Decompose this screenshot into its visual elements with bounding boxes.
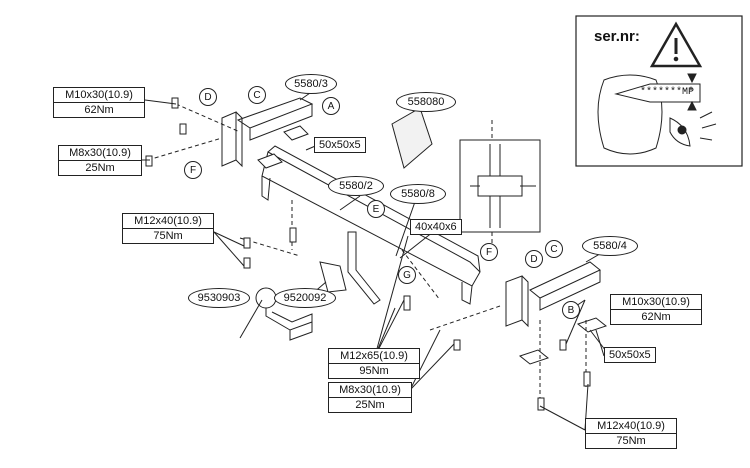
right-bracket: [505, 261, 601, 328]
spec-text: M10x30(10.9): [622, 296, 690, 308]
torque-label-left-m12: M12x40(10.9) 75Nm: [122, 213, 214, 244]
callout-b: B: [562, 301, 580, 319]
torque-label-right-m12: M12x40(10.9) 75Nm: [585, 418, 677, 449]
serial-box-frame: [575, 15, 743, 167]
torque-text: 75Nm: [586, 433, 676, 448]
callout-f-center: F: [480, 243, 498, 261]
torque-label-right-m10: M10x30(10.9) 62Nm: [610, 294, 702, 325]
spec-text: M12x40(10.9): [134, 215, 202, 227]
callout-e: E: [367, 200, 385, 218]
plate-label-right: 50x50x5: [604, 347, 656, 363]
instruction-sheet: [391, 107, 433, 169]
torque-text: 95Nm: [329, 363, 419, 378]
serial-title: ser.nr:: [594, 28, 640, 45]
part-number-5580-8: 5580/8: [390, 184, 446, 204]
torque-text: 75Nm: [123, 228, 213, 243]
torque-label-top-left: M10x30(10.9) 62Nm: [53, 87, 145, 118]
callout-g: G: [398, 266, 416, 284]
torque-text: 62Nm: [611, 309, 701, 324]
torque-text: 25Nm: [59, 160, 141, 175]
part-number-558080: 558080: [396, 92, 456, 112]
left-bracket: [221, 97, 314, 168]
serial-text: *******M*: [640, 87, 695, 98]
spec-text: M10x30(10.9): [65, 89, 133, 101]
torque-label-center-m12x65: M12x65(10.9) 95Nm: [328, 348, 420, 379]
part-number-5580-3: 5580/3: [285, 74, 337, 94]
bolts: [145, 97, 591, 411]
part-number-9520092: 9520092: [274, 288, 336, 308]
plates: [257, 125, 608, 365]
callout-d-left: D: [199, 88, 217, 106]
part-number-5580-2: 5580/2: [328, 176, 384, 196]
torque-text: 62Nm: [54, 102, 144, 117]
callout-f-left: F: [184, 161, 202, 179]
callout-a: A: [322, 97, 340, 115]
spec-text: M8x30(10.9): [69, 147, 131, 159]
part-number-5580-4: 5580/4: [582, 236, 638, 256]
spec-text: M12x40(10.9): [597, 420, 665, 432]
torque-text: 25Nm: [329, 397, 411, 412]
part-number-9530903: 9530903: [188, 288, 250, 308]
spec-text: M8x30(10.9): [339, 384, 401, 396]
inset-detail: [459, 139, 541, 233]
center-bracket: [319, 231, 381, 305]
plate-label-center: 40x40x6: [410, 219, 462, 235]
plate-label-left: 50x50x5: [314, 137, 366, 153]
serial-p-marker: P: [688, 87, 695, 98]
callout-c-left: C: [248, 86, 266, 104]
callout-c-right: C: [545, 240, 563, 258]
torque-label-left-m8: M8x30(10.9) 25Nm: [58, 145, 142, 176]
spec-text: M12x65(10.9): [340, 350, 408, 362]
callout-d-right: D: [525, 250, 543, 268]
torque-label-center-m8: M8x30(10.9) 25Nm: [328, 382, 412, 413]
